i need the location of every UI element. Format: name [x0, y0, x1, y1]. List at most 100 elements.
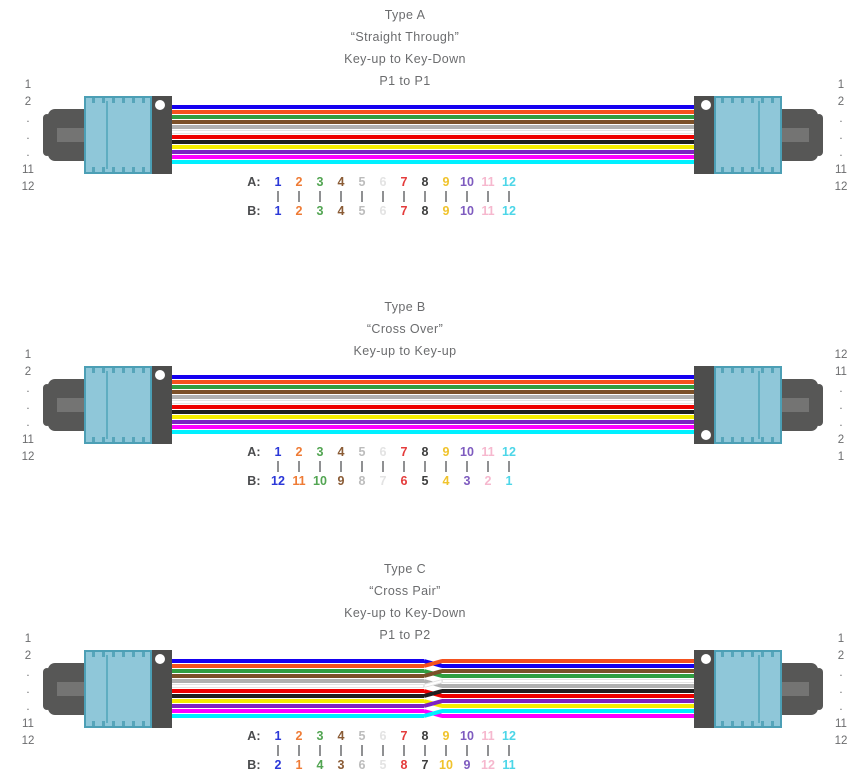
- fiber-number-b: 1: [295, 758, 303, 772]
- fiber-stripe-aqua: [171, 160, 695, 164]
- fiber-number-a: 11: [481, 445, 495, 459]
- connection-tick: [319, 191, 321, 202]
- fiber-number-b: 5: [358, 204, 366, 218]
- connector-ferrule: [148, 650, 172, 728]
- fiber-number-a: 11: [481, 175, 495, 189]
- fiber-stripe-yellow: [171, 145, 695, 149]
- connection-tick: [508, 461, 510, 472]
- right-edge-label: .: [839, 684, 843, 696]
- mapping-tick-cell: [331, 191, 352, 202]
- mapping-tick-cell: [289, 745, 310, 756]
- left-edge-label: 1: [24, 79, 32, 91]
- fiber-number-a: 6: [379, 445, 387, 459]
- left-edge-label: .: [26, 400, 30, 412]
- fiber-number-a: 11: [481, 729, 495, 743]
- connection-tick: [361, 461, 363, 472]
- fiber-stripe-rose: [442, 714, 695, 718]
- fiber-number-b: 9: [442, 204, 450, 218]
- connector-housing: [714, 366, 782, 444]
- left-edge-label: .: [26, 684, 30, 696]
- connection-tick: [361, 191, 363, 202]
- fiber-number-a: 10: [460, 445, 474, 459]
- fiber-stripe-black: [442, 689, 695, 693]
- connector-housing: [84, 366, 152, 444]
- mapping-tick-cell: [289, 461, 310, 472]
- fiber-number-a: 9: [442, 445, 450, 459]
- fiber-number-a: 6: [379, 729, 387, 743]
- boot-highlight: [779, 398, 809, 412]
- mapping-tick-cell: [436, 191, 457, 202]
- right-connector: [694, 650, 818, 728]
- key-pin-icon: [701, 430, 711, 440]
- key-pin-icon: [701, 100, 711, 110]
- mapping-tick-cell: [457, 745, 478, 756]
- connection-tick: [340, 191, 342, 202]
- fiber-stripe-orange: [442, 659, 695, 663]
- fiber-stripe-white: [171, 130, 695, 134]
- mapping-tick-cell: [331, 461, 352, 472]
- right-edge-label: 1: [837, 633, 845, 645]
- left-edge-label: 1: [24, 633, 32, 645]
- fiber-stripe-red: [171, 689, 424, 693]
- right-edge-label: 12: [834, 181, 848, 193]
- fiber-number-a: 7: [400, 729, 408, 743]
- title-line: P1 to P1: [379, 74, 431, 88]
- fiber-stripe-green: [171, 669, 424, 673]
- connection-tick: [508, 745, 510, 756]
- fiber-number-b: 4: [316, 758, 324, 772]
- mapping-tick-cell: [478, 191, 499, 202]
- right-edge-label: .: [839, 130, 843, 142]
- boot-highlight: [57, 128, 87, 142]
- fiber-number-b: 10: [313, 474, 327, 488]
- title-line: Key-up to Key-Down: [344, 606, 466, 620]
- left-edge-label: .: [26, 113, 30, 125]
- mapping-label: B:: [247, 758, 261, 772]
- left-edge-label: 12: [21, 735, 35, 747]
- fiber-number-b: 12: [502, 204, 516, 218]
- fiber-stripe-yellow: [171, 415, 695, 419]
- fiber-stripe-aqua: [171, 430, 695, 434]
- fiber-number-b: 6: [379, 204, 387, 218]
- boot-highlight: [57, 398, 87, 412]
- mapping-tick-cell: [310, 461, 331, 472]
- connection-tick: [340, 745, 342, 756]
- title-line: “Straight Through”: [350, 30, 460, 44]
- mapping-label: A:: [247, 175, 261, 189]
- ribbon-left-half: [171, 659, 424, 719]
- connection-tick: [382, 745, 384, 756]
- connection-tick: [403, 461, 405, 472]
- fiber-stripe-black: [171, 140, 695, 144]
- fiber-number-a: 10: [460, 729, 474, 743]
- key-pin-icon: [701, 654, 711, 664]
- connection-tick: [445, 461, 447, 472]
- fiber-stripe-brown: [442, 669, 695, 673]
- connection-tick: [403, 191, 405, 202]
- title-line: “Cross Pair”: [369, 584, 441, 598]
- fiber-stripe-rose: [171, 709, 424, 713]
- fiber-number-b: 2: [295, 204, 303, 218]
- mapping-tick-cell: [478, 745, 499, 756]
- fiber-number-b: 1: [274, 204, 282, 218]
- fiber-number-a: 5: [358, 175, 366, 189]
- fiber-stripe-blue: [171, 659, 424, 663]
- cable-section-type-a: Type A“Straight Through”Key-up to Key-Do…: [0, 4, 867, 219]
- right-edge-label: .: [839, 113, 843, 125]
- fiber-stripe-green: [171, 385, 695, 389]
- fiber-number-a: 5: [358, 729, 366, 743]
- fiber-number-b: 12: [271, 474, 285, 488]
- left-connector: [43, 96, 172, 174]
- connection-tick: [424, 461, 426, 472]
- mapping-tick-cell: [457, 191, 478, 202]
- mapping-tick-cell: [352, 191, 373, 202]
- right-edge-label: 1: [837, 451, 845, 463]
- ribbon-right-half: [442, 659, 695, 719]
- connection-tick: [277, 461, 279, 472]
- fiber-stripe-white: [171, 684, 424, 688]
- fiber-stripe-brown: [171, 120, 695, 124]
- mapping-tick-cell: [436, 461, 457, 472]
- housing-divider: [106, 655, 108, 723]
- fiber-number-b: 4: [337, 204, 345, 218]
